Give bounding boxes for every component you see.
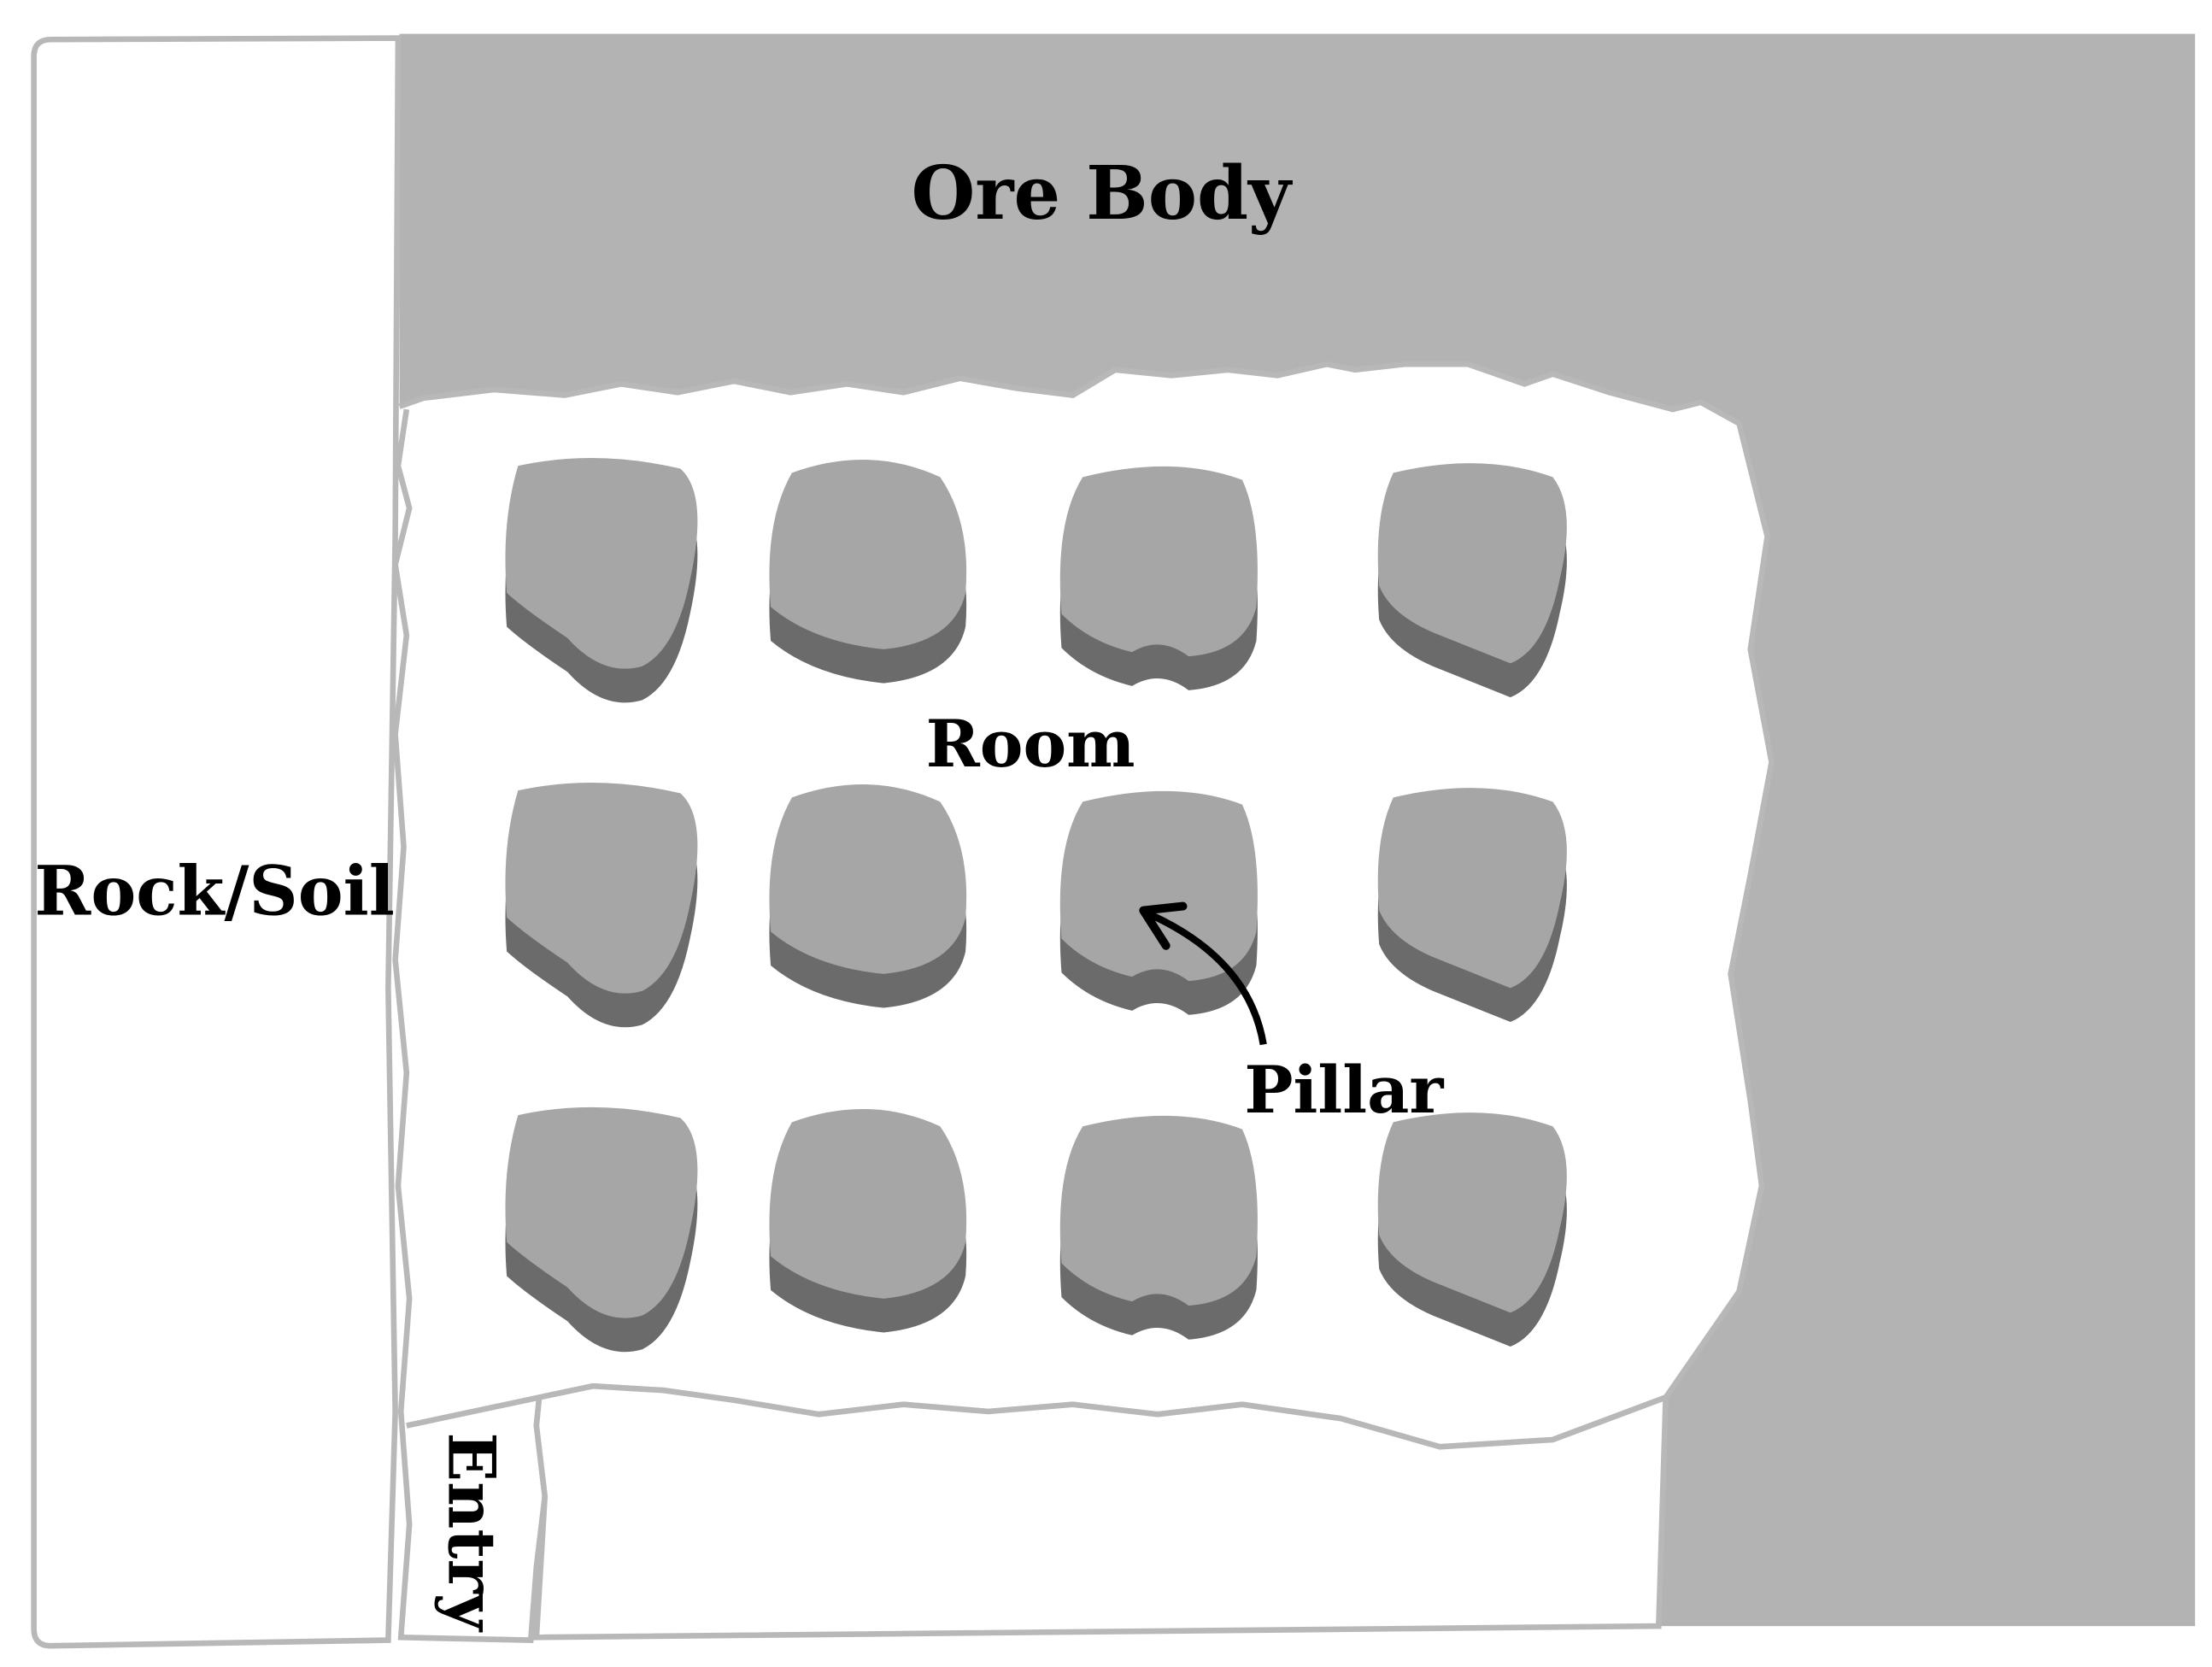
entry-label: Entry [433,1432,509,1632]
rock-soil-label: Rock/Soil [34,851,394,930]
pillar [1059,466,1258,657]
pillar [1059,790,1258,982]
pillar [505,782,698,994]
bottom-unmined-area [533,1382,1669,1641]
pillar [1377,1112,1567,1313]
ore-body-label: Ore Body [911,150,1293,237]
pillar [1059,1115,1258,1306]
pillar [1377,788,1567,989]
ore-body-region [399,33,2196,1627]
room-label: Room [926,706,1135,782]
pillar-arrow [1148,911,1267,1046]
pillar [769,784,967,974]
pillar-group [505,458,1567,1353]
rock-soil-region [31,35,402,1649]
pillar-arrowhead [1139,901,1188,950]
pillar-label: Pillar [1244,1052,1444,1128]
entry-corridor [392,408,549,1643]
pillar [769,1108,967,1299]
pillar [769,460,967,649]
pillar [505,1106,698,1318]
pillar [1377,463,1567,664]
pillar [505,458,698,669]
